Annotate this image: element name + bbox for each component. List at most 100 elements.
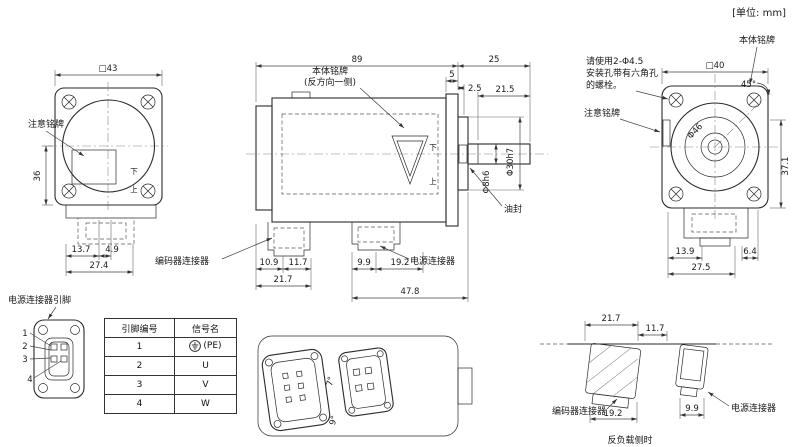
- encoder-connector-profile: [585, 343, 641, 409]
- motor-body: [271, 97, 447, 223]
- encoder-connector-label: 编码器连接器: [155, 255, 209, 267]
- side-pilot-dia: Φ30h7: [506, 148, 516, 176]
- pin-signal-table: 引脚编号 信号名 1 (PE) 2 U: [104, 318, 237, 414]
- mounting-screws: [61, 94, 156, 199]
- rear-view: □40 本体铭牌 请使用2-Φ4.5 安装孔带有六角孔 的螺栓。 45° 注意铭…: [584, 34, 791, 278]
- power-connector-side: [351, 222, 401, 251]
- encoder-connector-side: [267, 222, 311, 257]
- power-connector-profile: [675, 344, 709, 398]
- front-up-mark: 上: [130, 185, 138, 194]
- side-dim-21-7: 21.7: [274, 275, 293, 285]
- al-power-connector-label: 电源连接器: [731, 402, 776, 414]
- power-connector-face: [338, 347, 394, 417]
- side-view: 下 上 89 25 本体铭牌 (反方向一侧) 5 2.5 21.5 Φ8h6: [155, 55, 548, 302]
- pin-callout-4: 4: [27, 375, 32, 385]
- pin-number: 1: [104, 337, 175, 357]
- pin-number: 2: [104, 356, 175, 376]
- front-dim-4-9: 4.9: [105, 245, 119, 255]
- front-view: □43 36 注意铭牌 下 上 13.7 4.9 27.4: [28, 64, 168, 276]
- earth-ground-icon: [189, 339, 202, 352]
- al-encoder-connector-label: 编码器连接器: [552, 405, 606, 417]
- connector-face-outline: [33, 319, 85, 399]
- power-connector-label: 电源连接器: [410, 255, 455, 267]
- encoder-connector-face: [261, 348, 331, 432]
- front-dim-square: □43: [99, 64, 118, 74]
- al-dim-9-9: 9.9: [685, 404, 699, 414]
- power-connector-pin-diagram: 电源连接器引脚 1 2 3 4: [8, 294, 85, 399]
- caution-nameplate: [71, 149, 117, 185]
- front-flange-outline: [54, 87, 163, 206]
- rear-dim-square: □40: [706, 61, 725, 71]
- side-dim-89: 89: [352, 55, 363, 65]
- pin-diagram-title: 电源连接器引脚: [8, 294, 71, 306]
- al-dim-11-7: 11.7: [646, 324, 665, 334]
- rear-cap: [255, 105, 273, 211]
- table-row: 4 W: [104, 394, 237, 414]
- front-caution-label: 注意铭牌: [28, 118, 64, 130]
- warning-triangle: [391, 135, 429, 185]
- signal-name: V: [174, 375, 237, 395]
- rear-dim-27-5: 27.5: [692, 263, 711, 273]
- pin-table-header-signal: 信号名: [174, 318, 237, 338]
- rear-bolt-circle-dia: Φ46: [686, 122, 705, 142]
- rear-caution-plate: [662, 119, 671, 147]
- rear-mounting-screws: [668, 92, 762, 202]
- al-caption: 反负载侧时: [607, 434, 652, 446]
- side-dim-11-7: 11.7: [289, 258, 308, 268]
- al-dim-19-2: 19.2: [604, 409, 623, 419]
- rear-angle-45: 45°: [741, 80, 756, 90]
- front-dim-27-4: 27.4: [90, 261, 109, 271]
- unit-note: [单位: mm]: [732, 6, 786, 19]
- signal-name: W: [174, 394, 237, 414]
- rear-dim-13-9: 13.9: [676, 247, 695, 257]
- bolt-note-1: 请使用2-Φ4.5: [586, 55, 643, 67]
- pin-number: 4: [104, 394, 175, 414]
- side-dim-2-5: 2.5: [468, 84, 482, 94]
- front-flange: [445, 93, 459, 227]
- al-dim-21-7: 21.7: [602, 314, 621, 324]
- signal-name: (PE): [203, 340, 222, 351]
- front-down-mark: 下: [130, 167, 138, 176]
- rear-nameplate-label: 本体铭牌: [739, 34, 775, 46]
- rear-dim-37-1: 37.1: [781, 157, 791, 176]
- bottom-view: 7° 9°: [257, 335, 473, 437]
- rear-caution-label: 注意铭牌: [584, 107, 620, 119]
- pilot-boss: [457, 116, 469, 191]
- side-nameplate-label-2: (反方向一侧): [304, 76, 356, 88]
- side-dim-9-9: 9.9: [357, 258, 371, 268]
- connector-pins: [50, 343, 68, 363]
- side-nameplate-label-1: 本体铭牌: [312, 65, 348, 77]
- pin-table-header-pin: 引脚编号: [104, 318, 175, 338]
- front-dim-13-7: 13.7: [72, 245, 91, 255]
- pin-number: 3: [104, 375, 175, 395]
- front-face-circle: [61, 99, 156, 193]
- bolt-note-2: 安装孔带有六角孔: [586, 67, 658, 79]
- side-down-mark: 下: [429, 143, 437, 152]
- signal-name: U: [174, 356, 237, 376]
- oil-seal-label: 油封: [504, 203, 522, 215]
- side-up-mark: 上: [429, 177, 437, 186]
- anti-load-view: 21.7 11.7 19.2 9.9 编码器连接器 电源连接器 反负载侧时: [540, 314, 776, 446]
- bottom-angle-9: 9°: [328, 415, 340, 427]
- rear-dim-6-4: 6.4: [743, 247, 757, 257]
- pin-callout-2: 2: [22, 342, 27, 352]
- front-foot: [65, 204, 157, 219]
- table-row: 2 U: [104, 356, 237, 376]
- side-dim-10-9: 10.9: [260, 258, 279, 268]
- side-dim-25: 25: [489, 55, 500, 65]
- table-row: 3 V: [104, 375, 237, 395]
- side-dim-47-8: 47.8: [401, 287, 420, 297]
- side-dim-19-2: 19.2: [391, 258, 410, 268]
- front-dim-36: 36: [33, 171, 43, 182]
- side-shaft-dia: Φ8h6: [482, 171, 492, 194]
- side-dim-21-5: 21.5: [496, 85, 515, 95]
- table-row: 1 (PE): [104, 337, 237, 357]
- bottom-angle-7: 7°: [325, 376, 337, 388]
- pin-callout-1: 1: [22, 329, 27, 339]
- side-dim-5: 5: [449, 70, 454, 80]
- rear-connector-outline: [683, 208, 749, 239]
- bolt-note-3: 的螺栓。: [586, 79, 622, 91]
- pin-callout-3: 3: [22, 355, 27, 365]
- oil-seal: [458, 144, 468, 164]
